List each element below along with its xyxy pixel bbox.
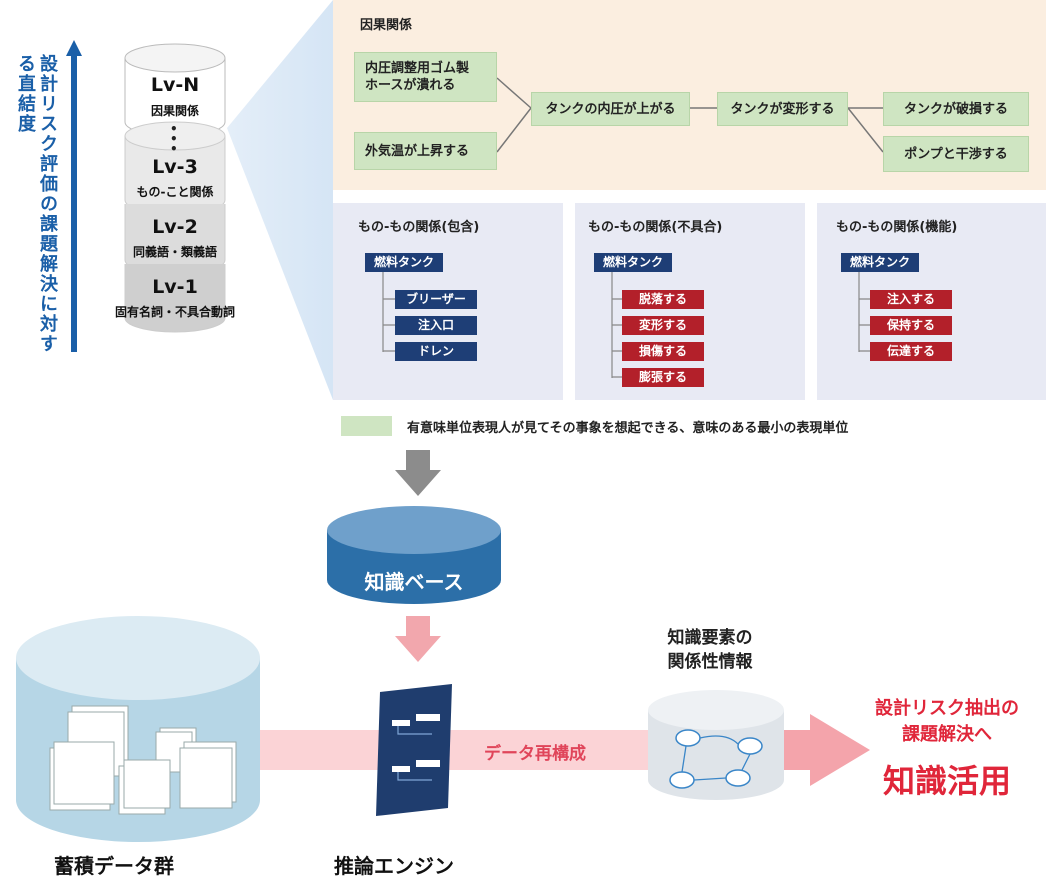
engine-label: 推論エンジン <box>334 854 454 878</box>
relation-title-function: もの-もの関係(機能) <box>836 220 958 235</box>
axis-label: 設計リスク評価の課題解決に対する直結度 <box>15 54 58 354</box>
defect-child: 脱落する <box>622 290 704 309</box>
level-3-sub: もの-こと関係 <box>136 185 214 199</box>
cause-temp-rise: 外気温が上昇する <box>354 132 497 170</box>
relation-trees <box>382 272 870 378</box>
level-n-sub: 因果関係 <box>150 104 199 118</box>
inclusion-child: ドレン <box>395 342 477 361</box>
causal-connectors <box>496 77 884 153</box>
expansion-wedge <box>227 0 333 400</box>
level-2-sub: 同義語・類義語 <box>132 245 217 259</box>
level-2-title: Lv-2 <box>152 216 198 238</box>
function-child: 保持する <box>870 316 952 335</box>
defect-child: 膨張する <box>622 368 704 387</box>
level-1-title: Lv-1 <box>152 276 198 298</box>
outcome-line1: 設計リスク抽出の <box>875 698 1019 719</box>
level-1-sub: 固有名詞・不具合動詞 <box>114 305 235 319</box>
down-arrow-pink <box>395 616 441 662</box>
outcome-big: 知識活用 <box>882 762 1011 800</box>
level-cylinder <box>124 43 226 333</box>
legend-swatch <box>341 416 392 436</box>
level-n-title: Lv-N <box>150 74 200 96</box>
axis-arrow <box>66 40 82 352</box>
defect-child: 損傷する <box>622 342 704 361</box>
inclusion-child: ブリーザー <box>395 290 477 309</box>
causal-title: 因果関係 <box>360 18 413 33</box>
function-child: 伝達する <box>870 342 952 361</box>
inference-engine-icon <box>376 684 452 816</box>
effect-tank-damage: タンクが破損する <box>883 92 1029 126</box>
inclusion-root: 燃料タンク <box>365 253 443 272</box>
data-store-cylinder <box>16 616 260 842</box>
ellipsis-dots: ••• <box>170 122 178 156</box>
level-3-title: Lv-3 <box>152 156 198 178</box>
function-root: 燃料タンク <box>841 253 919 272</box>
data-store-label: 蓄積データ群 <box>54 854 174 878</box>
relation-title-defect: もの-もの関係(不具合) <box>588 220 723 235</box>
effect-pump-interfere: ポンプと干渉する <box>883 136 1029 172</box>
down-arrow-gray <box>395 450 441 496</box>
reconstruct-label: データ再構成 <box>484 744 586 764</box>
defect-root: 燃料タンク <box>594 253 672 272</box>
function-child: 注入する <box>870 290 952 309</box>
knowledge-base-cylinder <box>327 506 501 604</box>
effect-pressure-rise: タンクの内圧が上がる <box>531 92 690 126</box>
legend-text: 有意味単位表現人が見てその事象を想起できる、意味のある最小の表現単位 <box>407 421 849 436</box>
effect-tank-deform: タンクが変形する <box>717 92 848 126</box>
cause-hose-collapse: 内圧調整用ゴム製 ホースが潰れる <box>354 52 497 102</box>
defect-child: 変形する <box>622 316 704 335</box>
relation-title-inclusion: もの-もの関係(包含) <box>358 220 480 235</box>
inclusion-child: 注入口 <box>395 316 477 335</box>
outcome-line2: 課題解決へ <box>902 724 992 745</box>
knowledge-base-label: 知識ベース <box>364 570 464 594</box>
relations-label: 知識要素の 関係性情報 <box>667 628 753 672</box>
relations-cylinder <box>648 690 784 800</box>
